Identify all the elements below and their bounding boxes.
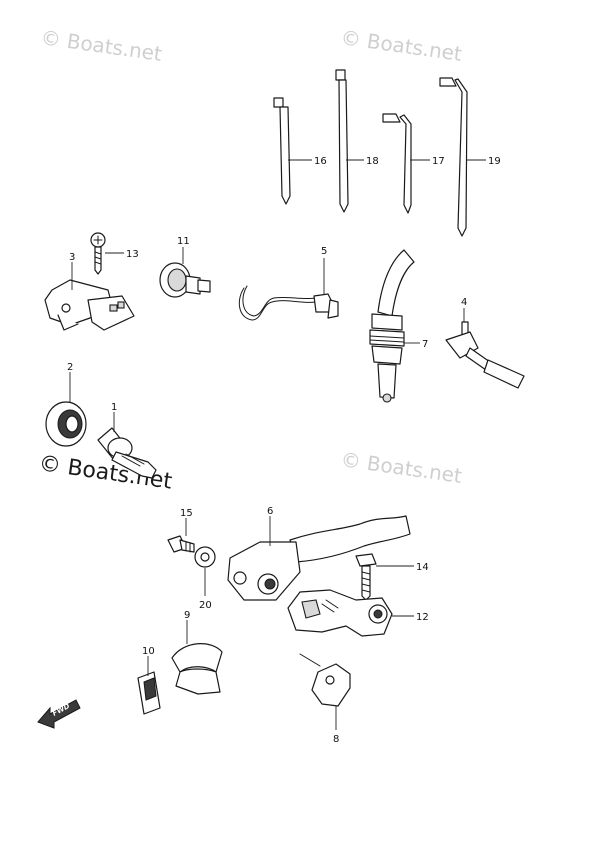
callout-18: 18 (366, 156, 379, 167)
cable-tie-18[interactable] (335, 69, 349, 213)
cable-tie-16[interactable] (273, 97, 291, 205)
callout-3: 3 (69, 252, 75, 263)
bolt-15[interactable] (167, 535, 195, 553)
callout-5: 5 (321, 246, 327, 257)
callout-4: 4 (461, 297, 467, 308)
speed-sensor-1[interactable] (97, 427, 157, 479)
callout-16: 16 (314, 156, 327, 167)
callout-15: 15 (180, 508, 193, 519)
watermark-mid-right: © Boats.net (339, 447, 463, 488)
knock-sensor-11[interactable] (159, 262, 211, 298)
callout-7: 7 (422, 339, 428, 350)
clamp-holder-9[interactable] (171, 643, 223, 695)
callout-9: 9 (184, 610, 190, 621)
watermark-top-right: © Boats.net (339, 25, 463, 66)
cable-tie-17[interactable] (382, 113, 412, 214)
screw-13[interactable] (90, 232, 106, 275)
callout-6: 6 (267, 506, 273, 517)
sensor-4[interactable] (445, 321, 525, 389)
callout-8: 8 (333, 734, 339, 745)
grommet-2[interactable] (45, 401, 87, 447)
callout-17: 17 (432, 156, 445, 167)
callout-20: 20 (199, 600, 212, 611)
cable-tie-19[interactable] (439, 77, 468, 237)
callout-10: 10 (142, 646, 155, 657)
oxygen-sensor-7[interactable] (369, 249, 415, 403)
callout-19: 19 (488, 156, 501, 167)
bolt-14[interactable] (355, 553, 377, 601)
callout-13: 13 (126, 249, 139, 260)
position-sensor-6[interactable] (227, 515, 411, 601)
clamp-8[interactable] (299, 653, 351, 707)
clip-10[interactable] (137, 671, 161, 715)
callout-14: 14 (416, 562, 429, 573)
bracket-12[interactable] (287, 589, 393, 637)
washer-20[interactable] (194, 546, 216, 568)
callout-1: 1 (111, 402, 117, 413)
temp-sensor-5[interactable] (238, 285, 339, 321)
watermark-top-left: © Boats.net (39, 25, 163, 66)
map-sensor-3[interactable] (44, 279, 135, 331)
callout-11: 11 (177, 236, 190, 247)
forward-direction-arrow: FWD (37, 699, 81, 729)
callout-12: 12 (416, 612, 429, 623)
callout-2: 2 (67, 362, 73, 373)
